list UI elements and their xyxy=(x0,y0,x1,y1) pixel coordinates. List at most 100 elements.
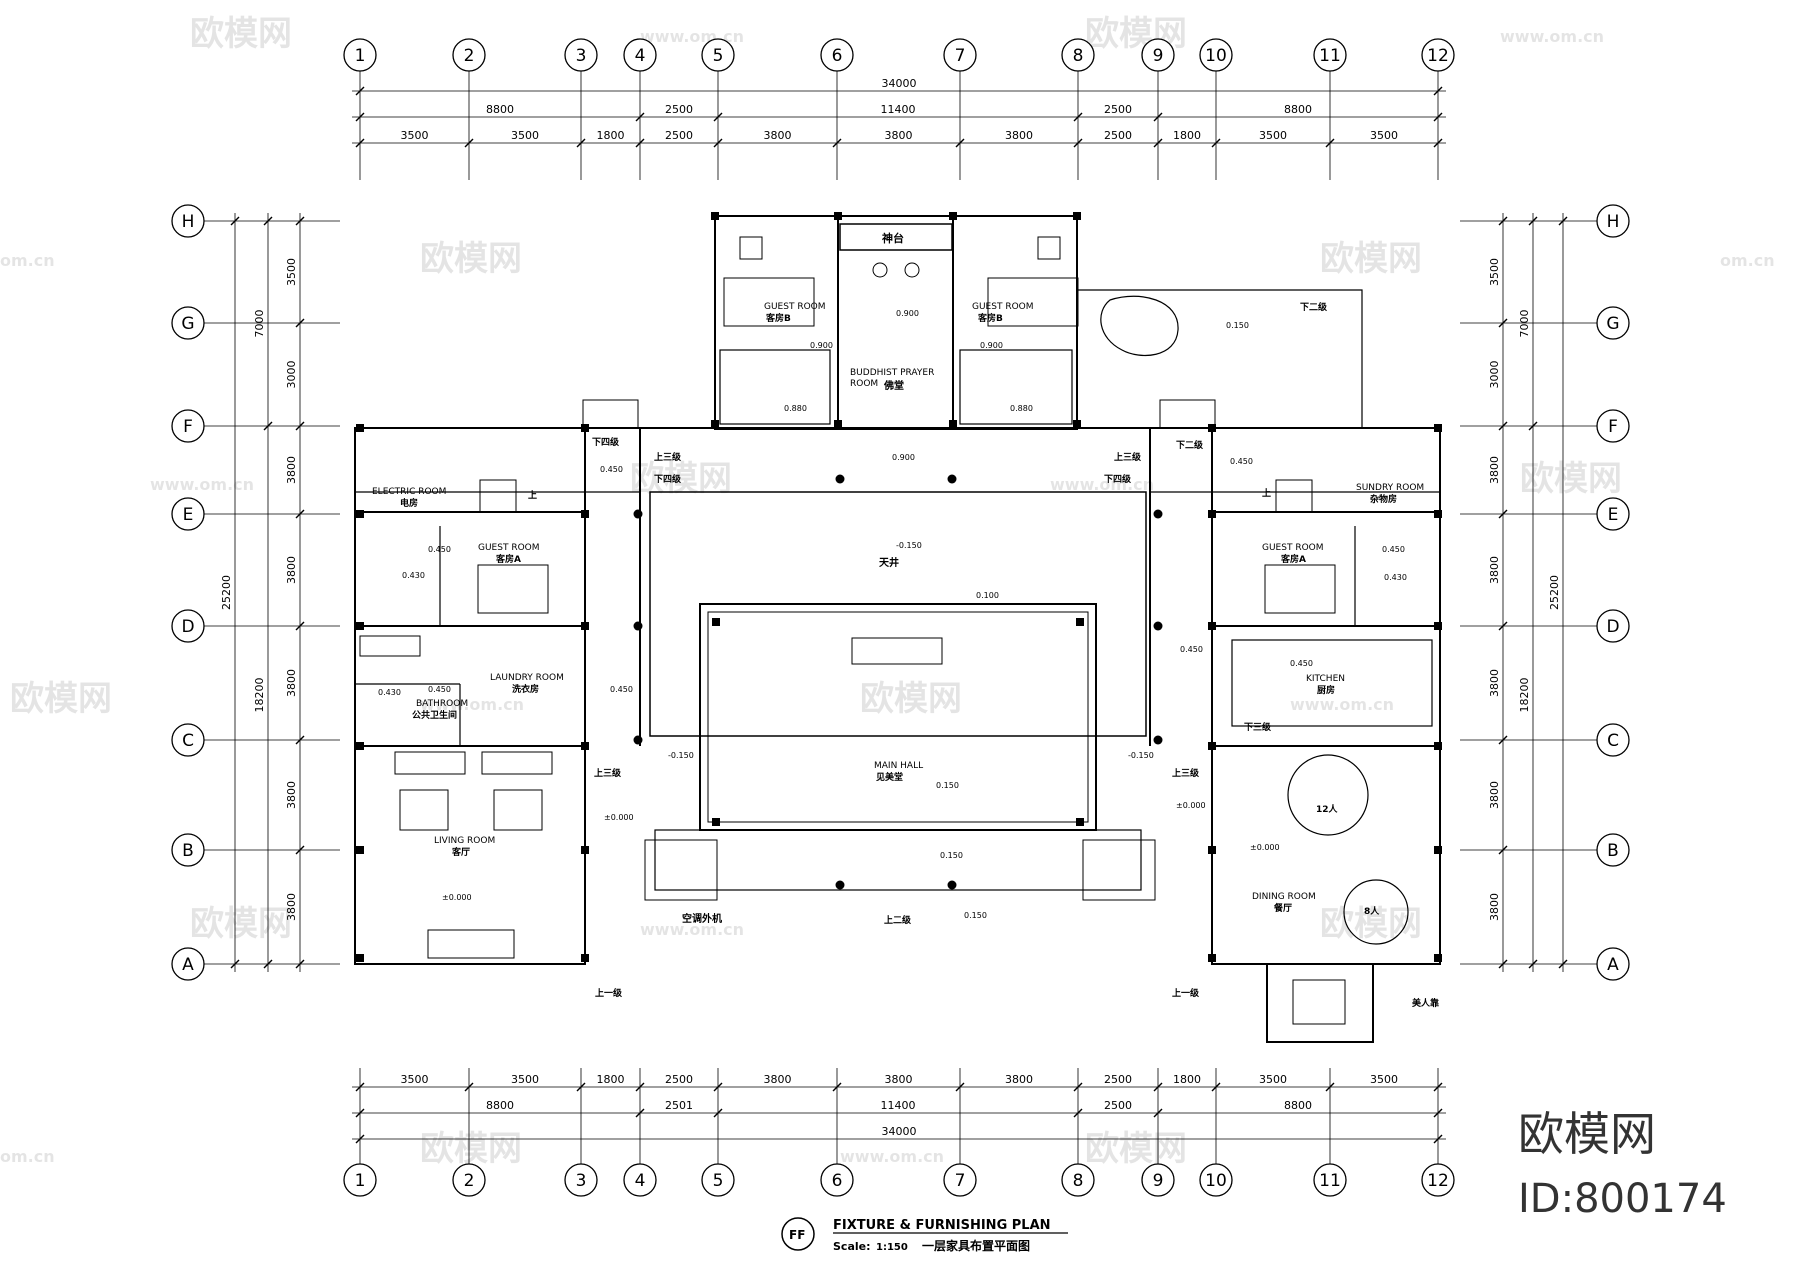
axis-bubble-col-4: 4 xyxy=(623,1163,657,1197)
dimension-text: 2500 xyxy=(1104,129,1132,142)
room-label-kitchen: KITCHEN xyxy=(1306,674,1345,684)
dimension-text: 2500 xyxy=(665,129,693,142)
room-label-bathroom: BATHROOM xyxy=(416,699,468,709)
step-note: 上三级 xyxy=(594,767,622,779)
step-note: 上三级 xyxy=(1114,451,1142,463)
sofa xyxy=(481,751,553,775)
watermark-site: www.om.cn xyxy=(1290,695,1394,714)
watermark-logo: 欧模网 xyxy=(420,239,522,279)
dimension-text: 3500 xyxy=(1370,1073,1398,1086)
round-column xyxy=(835,474,845,484)
axis-bubble-row-A: A xyxy=(1596,947,1630,981)
axis-label: 11 xyxy=(1319,46,1341,66)
stair xyxy=(479,479,517,513)
room-label-prayer: BUDDHIST PRAYER xyxy=(850,368,934,378)
pavilion xyxy=(1266,963,1374,1043)
room-label-guest-a-right-cn: 客房A xyxy=(1280,553,1306,565)
column xyxy=(711,212,719,220)
watermark-logo: 欧模网 xyxy=(1085,1129,1187,1169)
axis-bubble-row-D: D xyxy=(171,609,205,643)
dimension-text: 3800 xyxy=(285,456,298,484)
step-notes: 下四级 下四级 下四级 上三级 上三级 上三级 上三级 下二级 下二级 下三级 … xyxy=(528,301,1328,999)
dimension-text: 1800 xyxy=(1173,1073,1201,1086)
step-note: 下四级 xyxy=(1104,473,1132,485)
level-mark: 0.100 xyxy=(976,591,999,600)
round-column xyxy=(633,509,643,519)
shrine-table xyxy=(839,223,953,251)
room-label-guest-a-left-cn: 客房A xyxy=(495,553,521,565)
room-label-laundry: LAUNDRY ROOM xyxy=(490,673,564,683)
axis-bubble-row-G: G xyxy=(1596,306,1630,340)
bed xyxy=(1264,564,1336,614)
watermark-site: www.om.cn xyxy=(840,1147,944,1166)
steps xyxy=(582,399,639,429)
axis-bubble-col-2: 2 xyxy=(452,1163,486,1197)
dimension-text: 3500 xyxy=(281,0,309,3)
level-mark: 0.430 xyxy=(1384,573,1407,582)
level-mark: ±0.000 xyxy=(604,813,634,822)
dimension-text: 3800 xyxy=(1488,781,1501,809)
step-note: 上三级 xyxy=(654,451,682,463)
dimension-text: 34000 xyxy=(882,1125,917,1138)
dimension-text: 2500 xyxy=(1104,1073,1132,1086)
dimension-text: 3800 xyxy=(1005,129,1033,142)
axis-label: D xyxy=(181,617,194,637)
axis-label: H xyxy=(1607,212,1620,232)
axis-label: 7 xyxy=(955,46,966,66)
axis-label: B xyxy=(182,841,194,861)
room-labels: GUEST ROOM 客房B GUEST ROOM 客房B 神台 BUDDHIS… xyxy=(372,231,1439,1009)
round-column xyxy=(633,621,643,631)
column xyxy=(356,954,364,962)
level-mark: ±0.000 xyxy=(442,893,472,902)
axis-bubble-row-C: C xyxy=(1596,723,1630,757)
dimension-text: 2500 xyxy=(1104,103,1132,116)
axis-label: 1 xyxy=(355,1171,366,1191)
round-table-8 xyxy=(1343,879,1409,945)
terrace-edge xyxy=(1077,289,1363,428)
level-mark: 0.450 xyxy=(428,545,451,554)
level-mark: 0.150 xyxy=(1226,321,1249,330)
level-mark: 0.150 xyxy=(940,851,963,860)
axis-bubble-col-7: 7 xyxy=(943,1163,977,1197)
column xyxy=(1076,618,1084,626)
pavilion-inner xyxy=(1292,979,1346,1025)
axis-bubble-row-C: C xyxy=(171,723,205,757)
watermark-logo: 欧模网 xyxy=(1320,904,1422,944)
axis-bubble-col-3: 3 xyxy=(564,1163,598,1197)
level-mark: 0.430 xyxy=(378,688,401,697)
watermark-logo: 欧模网 xyxy=(190,904,292,944)
room-label-main-hall-cn: 见美堂 xyxy=(876,771,903,783)
axis-label: F xyxy=(183,417,193,437)
dimension-text: 25200 xyxy=(1548,575,1561,610)
round-table-12 xyxy=(1287,754,1369,836)
round-column xyxy=(1153,509,1163,519)
courtyard-edge xyxy=(649,491,1147,737)
dimension-text: 2501 xyxy=(665,1099,693,1112)
round-column xyxy=(947,474,957,484)
column xyxy=(1073,212,1081,220)
level-mark: 0.880 xyxy=(784,404,807,413)
axis-label: 9 xyxy=(1153,46,1164,66)
axis-label: 3 xyxy=(576,46,587,66)
step-note: 上一级 xyxy=(1172,987,1200,999)
axis-bubble-col-12: 12 xyxy=(1421,1163,1455,1197)
column xyxy=(356,846,364,854)
stair xyxy=(1275,479,1313,513)
title-badge xyxy=(781,1217,815,1251)
axis-bubble-col-3: 3 xyxy=(564,38,598,72)
axis-label: 9 xyxy=(1153,1171,1164,1191)
dimension-text: 3800 xyxy=(764,129,792,142)
front-terrace xyxy=(654,829,1142,891)
axis-bubble-col-5: 5 xyxy=(701,38,735,72)
axis-bubble-col-10: 10 xyxy=(1199,38,1233,72)
dimension-text: 8800 xyxy=(486,1099,514,1112)
dimension-text: 3800 xyxy=(885,1073,913,1086)
axis-bubble-row-E: E xyxy=(1596,497,1630,531)
dimension-text: 3500 xyxy=(1259,1073,1287,1086)
axis-label: 6 xyxy=(832,1171,843,1191)
room-label-sundry: SUNDRY ROOM xyxy=(1356,483,1424,493)
dimension-text: 3800 xyxy=(1488,556,1501,584)
column xyxy=(581,622,589,630)
column xyxy=(834,420,842,428)
axis-bubble-col-4: 4 xyxy=(623,38,657,72)
